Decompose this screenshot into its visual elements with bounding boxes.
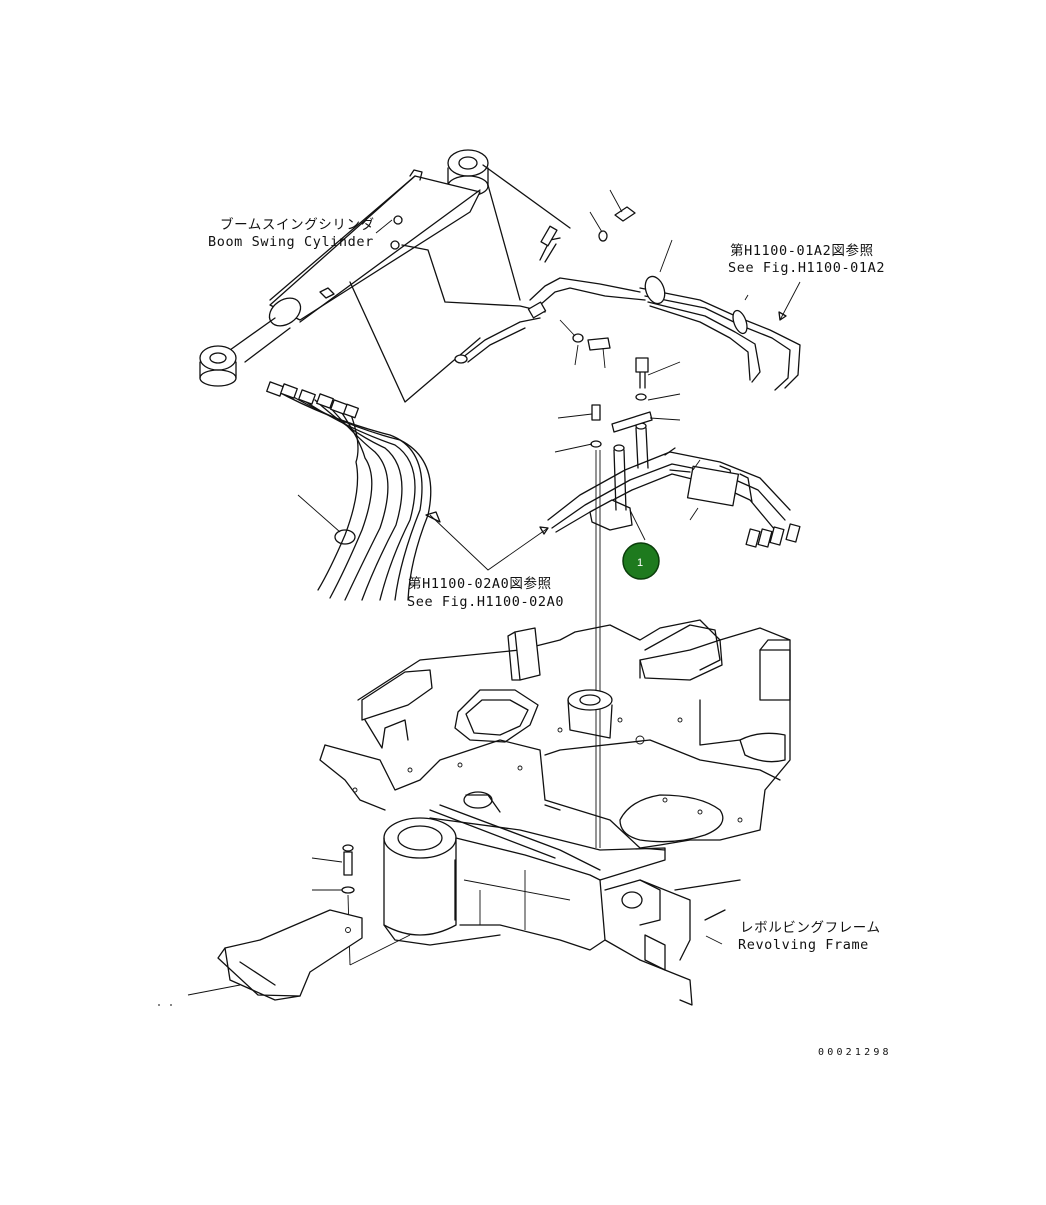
boom-swing-cylinder [199, 149, 489, 387]
boom-swing-label-en: Boom Swing Cylinder [208, 234, 374, 250]
revolving-frame-label-en: Revolving Frame [738, 937, 869, 953]
cylinder-hoses [349, 164, 646, 403]
center-hose-assembly [547, 357, 801, 848]
hose-bundle-left [266, 381, 441, 601]
ref-a2-label-jp: 第H1100-01A2図参照 [730, 242, 874, 259]
drawing-code: 00021298 [818, 1047, 892, 1058]
revolving-frame-label-jp: レボルビングフレーム [740, 920, 881, 936]
ref-a2-label-en: See Fig.H1100-01A2 [728, 260, 885, 276]
labels: ブームスイングシリンダ Boom Swing Cylinder 第H1100-0… [208, 216, 892, 1058]
callout-badge[interactable]: 1 [622, 542, 660, 580]
ref-a0-label-jp: 第H1100-02A0図参照 [408, 575, 552, 592]
callout-badge-circle[interactable] [622, 542, 660, 580]
revolving-frame [319, 619, 791, 1006]
hose-bundle-right [639, 239, 801, 391]
reference-leaders [429, 281, 801, 571]
callout-number[interactable]: 1 [637, 557, 643, 569]
cover-plate [158, 844, 411, 1006]
ref-a0-label-en: See Fig.H1100-02A0 [407, 594, 564, 610]
boom-swing-label-jp: ブームスイングシリンダ [220, 216, 375, 233]
